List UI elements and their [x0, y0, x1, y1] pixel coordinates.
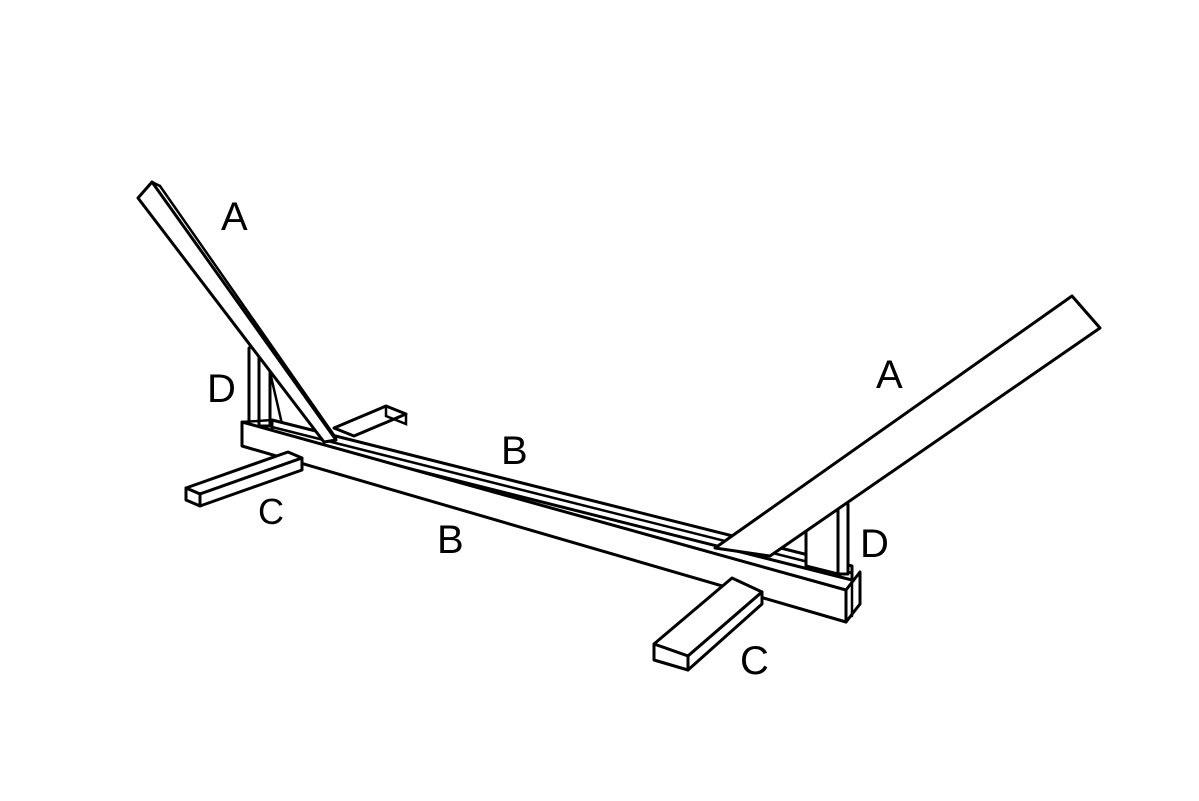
foot-c-right-front — [652, 576, 764, 672]
label-c-right: C — [740, 639, 769, 683]
label-c-left: C — [258, 491, 284, 532]
label-d-left: D — [207, 367, 236, 411]
label-a-right: A — [876, 353, 903, 397]
arm-a-left — [136, 180, 338, 444]
foot-c-left-front — [184, 450, 304, 508]
arm-a-right — [713, 294, 1102, 558]
foot-c-left-back — [332, 404, 408, 438]
label-d-right: D — [860, 522, 889, 566]
beam-b-front — [240, 418, 862, 624]
label-a-left: A — [221, 195, 248, 239]
label-b-bottom: B — [437, 518, 464, 562]
label-b-top: B — [501, 429, 528, 473]
